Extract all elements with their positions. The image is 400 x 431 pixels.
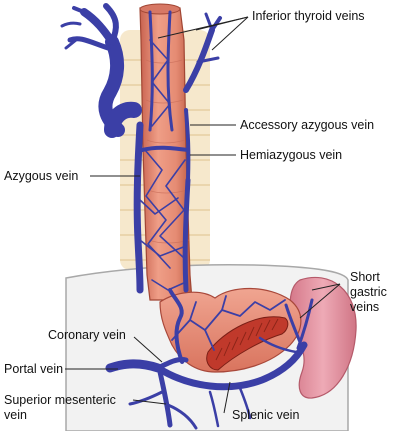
label-hemiazygous-vein: Hemiazygous vein <box>240 148 343 162</box>
label-short-gastric-veins-line2: gastric <box>350 285 387 299</box>
leader-lines <box>65 16 341 414</box>
label-short-gastric-veins: Short gastric veins <box>350 270 387 315</box>
label-azygous-vein: Azygous vein <box>4 169 79 183</box>
label-inferior-thyroid-veins: Inferior thyroid veins <box>252 9 365 23</box>
label-superior-mesenteric-vein-line2: vein <box>4 408 27 422</box>
label-short-gastric-veins-line3: veins <box>350 300 380 314</box>
label-short-gastric-veins-line1: Short <box>350 270 380 284</box>
label-coronary-vein: Coronary vein <box>48 328 126 342</box>
stomach <box>159 287 302 373</box>
vein-network <box>60 3 314 430</box>
label-portal-vein: Portal vein <box>4 362 64 376</box>
label-splenic-vein: Splenic vein <box>232 408 300 422</box>
label-superior-mesenteric-vein-line1: Superior mesenteric <box>4 393 116 407</box>
label-accessory-azygous-vein: Accessory azygous vein <box>240 118 375 132</box>
label-superior-mesenteric-vein: Superior mesenteric vein <box>4 393 116 423</box>
